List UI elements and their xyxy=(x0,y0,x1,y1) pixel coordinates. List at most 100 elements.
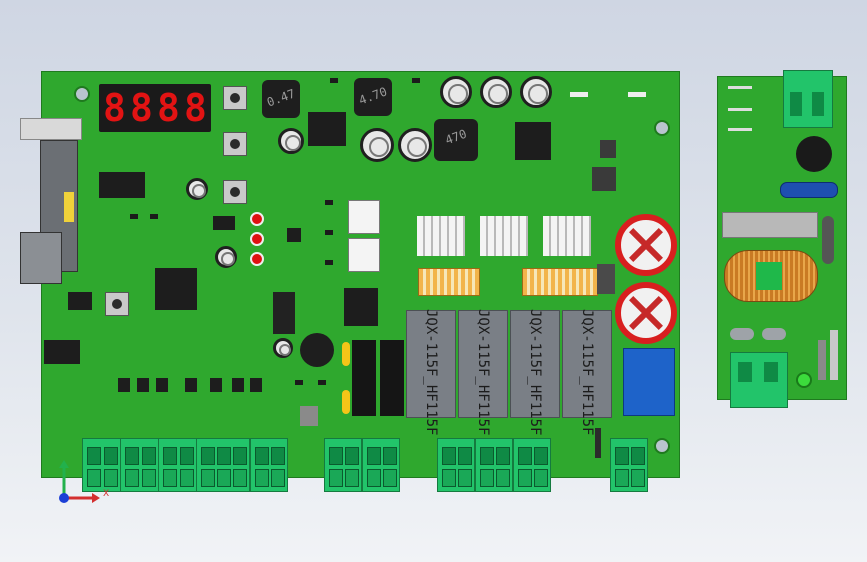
diode xyxy=(600,140,616,158)
smd-part xyxy=(318,380,326,385)
push-button[interactable] xyxy=(223,180,247,204)
smd-part xyxy=(295,380,303,385)
electrolytic-capacitor xyxy=(398,128,432,162)
relay: JQX-115F_HF115F xyxy=(406,309,456,436)
electrolytic-capacitor xyxy=(440,76,472,108)
red-led xyxy=(250,232,264,246)
transistor xyxy=(250,378,262,392)
terminal-block xyxy=(82,438,122,492)
smd-part xyxy=(412,78,420,83)
smd-part xyxy=(570,92,588,97)
large-capacitor xyxy=(615,214,677,276)
small-relay xyxy=(352,340,376,416)
transistor xyxy=(232,378,244,392)
y-arrow-head xyxy=(59,460,69,468)
terminal-block xyxy=(158,438,198,492)
diode xyxy=(818,340,826,380)
red-led xyxy=(250,212,264,226)
red-led xyxy=(250,252,264,266)
blue-relay xyxy=(623,348,675,416)
power-resistor xyxy=(418,268,480,296)
mounting-hole xyxy=(654,438,670,454)
heatsink xyxy=(480,216,528,256)
jumper-wire xyxy=(595,428,601,458)
electrolytic-capacitor xyxy=(360,128,394,162)
shunt-resistor xyxy=(722,212,818,238)
microcontroller xyxy=(155,268,197,310)
z-axis-dot xyxy=(59,493,69,503)
optocoupler xyxy=(348,200,380,234)
yellow-capacitor xyxy=(342,342,350,366)
capacitor xyxy=(730,328,754,340)
x-capacitor xyxy=(780,182,838,198)
inductor-marking: 470 xyxy=(443,126,469,148)
terminal-block xyxy=(513,438,551,492)
transistor xyxy=(137,378,149,392)
yellow-capacitor xyxy=(342,390,350,414)
ic-chip xyxy=(44,340,80,364)
regulator-ic xyxy=(308,112,346,146)
electrolytic-capacitor xyxy=(480,76,512,108)
electrolytic-capacitor xyxy=(215,246,237,268)
electrolytic-capacitor xyxy=(278,128,304,154)
inductor-marking: 4.70 xyxy=(357,84,389,108)
relay-label: JQX-115F_HF115F xyxy=(423,309,439,436)
seven-segment-display: 8 8 8 8 xyxy=(99,84,211,132)
smd-part xyxy=(130,214,138,219)
smd-part xyxy=(728,108,752,111)
transistor xyxy=(156,378,168,392)
terminal-block xyxy=(250,438,288,492)
ic-chip xyxy=(99,172,145,198)
smd-part xyxy=(325,260,333,265)
choke-core xyxy=(756,262,782,290)
regulator xyxy=(300,406,318,426)
varistor xyxy=(796,136,832,172)
optocoupler xyxy=(348,238,380,272)
heatsink xyxy=(417,216,465,256)
power-inductor: 4.70 xyxy=(354,78,392,116)
terminal-block xyxy=(437,438,475,492)
mounting-hole xyxy=(654,120,670,136)
terminal-block xyxy=(324,438,362,492)
smd-part xyxy=(150,214,158,219)
transistor xyxy=(287,228,301,242)
electrolytic-capacitor xyxy=(273,338,293,358)
electrolytic-capacitor xyxy=(520,76,552,108)
smd-part xyxy=(325,200,333,205)
transistor xyxy=(185,378,197,392)
push-button[interactable] xyxy=(223,86,247,110)
push-button[interactable] xyxy=(105,292,129,316)
smd-part xyxy=(728,86,752,89)
display-digit: 8 xyxy=(103,86,126,130)
transistor xyxy=(213,216,235,230)
display-digit: 8 xyxy=(157,86,180,130)
terminal-block xyxy=(362,438,400,492)
capacitor xyxy=(762,328,786,340)
terminal-block xyxy=(475,438,513,492)
power-resistor xyxy=(522,268,598,296)
terminal-block xyxy=(196,438,250,492)
ic-chip xyxy=(273,292,295,334)
power-inductor: 0.47 xyxy=(262,80,300,118)
power-inductor: 470 xyxy=(434,119,478,161)
smd-part xyxy=(728,128,752,131)
smd-part xyxy=(628,92,646,97)
terminal-slot xyxy=(812,92,824,116)
axis-triad: X xyxy=(59,460,109,503)
electrolytic-capacitor xyxy=(186,178,208,200)
relay: JQX-115F_HF115F xyxy=(510,309,560,436)
small-relay xyxy=(380,340,404,416)
relay-label: JQX-115F_HF115F xyxy=(527,309,543,436)
usb-connector xyxy=(20,118,82,140)
transistor xyxy=(118,378,130,392)
large-capacitor xyxy=(615,282,677,344)
diode xyxy=(592,167,616,191)
push-button[interactable] xyxy=(223,132,247,156)
terminal-block xyxy=(120,438,160,492)
relay: JQX-115F_HF115F xyxy=(458,309,508,435)
green-led xyxy=(796,372,812,388)
relay: JQX-115F_HF115F xyxy=(562,309,612,435)
inductor-marking: 0.47 xyxy=(265,86,297,110)
x-arrow-head xyxy=(92,493,100,503)
display-digit: 8 xyxy=(130,86,153,130)
